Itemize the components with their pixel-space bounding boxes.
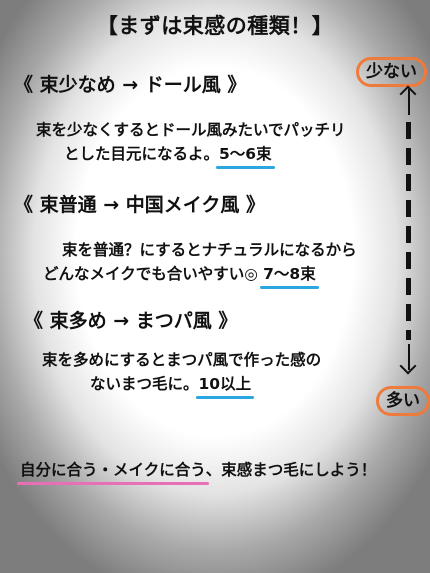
- section-text-few-line-2: とした目元になるよ。5〜6束: [64, 142, 275, 169]
- scale-arrow-top-line: [408, 89, 410, 115]
- section-text-many-line-1: 束を多めにするとまつパ風で作った感の: [42, 351, 322, 369]
- count-few: 5〜6束: [216, 142, 275, 169]
- footer-rest: 、束感まつ毛にしよう！: [205, 461, 377, 479]
- footer-highlight: 自分に合う・メイクに合う: [17, 458, 209, 485]
- section-heading-few: 《 束少なめ → ドール風 》: [14, 74, 247, 96]
- section-text-few-line-2-text: とした目元になるよ。: [64, 145, 220, 163]
- count-many: 10以上: [195, 372, 254, 399]
- section-text-few-line-1: 束を少なくするとドール風みたいでパッチリ: [36, 121, 346, 139]
- section-heading-many: 《 束多め → まつパ風 》: [24, 310, 238, 332]
- scale-arrow-bottom-line: [408, 344, 410, 370]
- count-normal: 7〜8束: [260, 262, 319, 289]
- section-heading-normal: 《 束普通 → 中国メイク風 》: [14, 194, 265, 216]
- section-text-many-line-2-text: ないまつ毛に。: [90, 375, 199, 393]
- scale-top-label: 少ない: [356, 57, 427, 87]
- section-text-many-line-2: ないまつ毛に。10以上: [90, 372, 254, 399]
- section-text-normal-line-1: 束を普通？にするとナチュラルになるから: [62, 241, 357, 259]
- arrow-down-icon: [399, 357, 417, 375]
- footer-message: 自分に合う・メイクに合う、束感まつ毛にしよう！: [17, 458, 377, 485]
- page-title: 【まずは束感の種類！】: [96, 14, 334, 38]
- scale-bottom-label: 多い: [376, 386, 430, 416]
- scale-dashed-line: [406, 122, 411, 340]
- section-text-normal-line-2: どんなメイクでも合いやすい◎ 7〜8束: [43, 262, 319, 289]
- section-text-normal-line-2-text: どんなメイクでも合いやすい◎: [43, 265, 264, 283]
